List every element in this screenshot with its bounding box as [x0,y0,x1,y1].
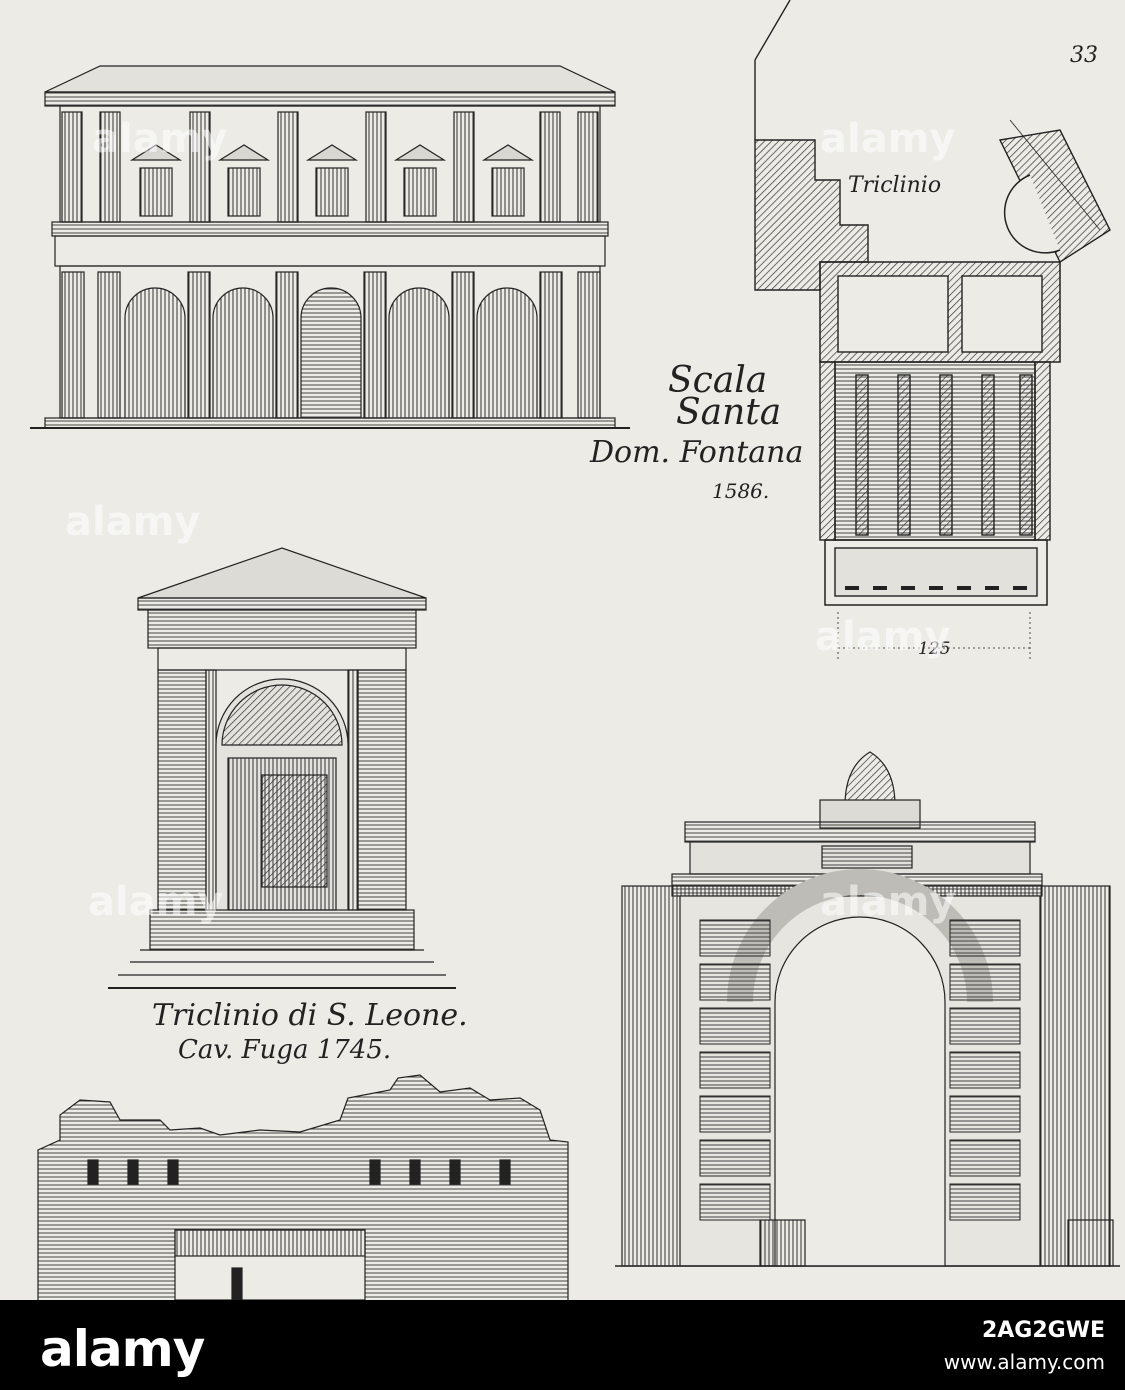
footer-url[interactable]: www.alamy.com [943,1350,1105,1374]
page-number: 33 [1070,43,1098,68]
plan-label-triclinio: Triclinio [848,173,941,198]
caption-triclinio-title: Triclinio di S. Leone. [152,998,468,1033]
scala-santa-facade [30,65,630,429]
rusticated-gate-facade [615,751,1120,1267]
caption-triclinio-author: Cav. Fuga 1745. [178,1035,391,1065]
footer-bar: alamy 2AG2GWE www.alamy.com [0,1300,1125,1390]
plan-scale-value: 125 [918,639,950,659]
triclinio-facade [108,547,456,989]
label-santa: Santa [676,392,781,433]
engraving-plate: Triclinio 33 125 Scala Santa Dom. Fontan… [30,0,1120,1300]
label-architect-fontana: Dom. Fontana [589,435,803,470]
footer-image-id: 2AG2GWE [981,1318,1105,1343]
scala-santa-plan [754,0,1111,660]
label-scala: Scala [668,360,767,401]
ruined-gate-facade [37,1074,569,1300]
footer-logo[interactable]: alamy [40,1320,205,1378]
label-year-1586: 1586. [712,479,769,503]
